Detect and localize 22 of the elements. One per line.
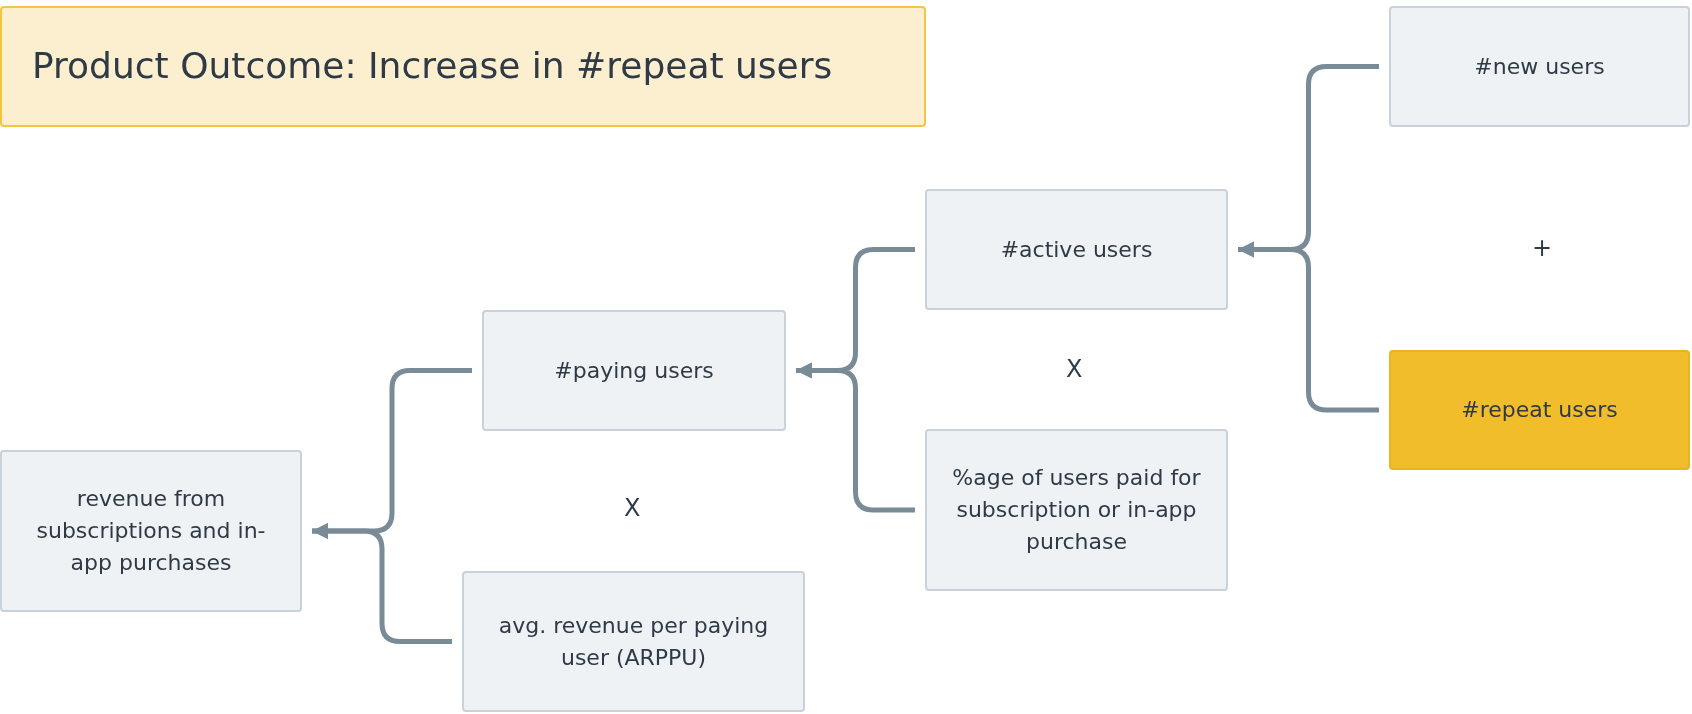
bracket-arrow: [312, 523, 452, 644]
metric-text: #active users: [1000, 235, 1153, 264]
title-box: [0, 6, 926, 127]
metric-box: [925, 189, 1228, 310]
bracket-arrow: [796, 362, 915, 513]
metric-text: revenue from subscriptions and in-app purchases: [35, 485, 267, 577]
metric-box: [1389, 6, 1690, 127]
metric-text: %age of users paid for subscription or in-app purchase: [951, 464, 1202, 556]
multiply-sign: X: [1066, 355, 1083, 383]
title-text: Product Outcome: Increase in #repeat users: [32, 44, 833, 89]
metric-text: #new users: [1474, 52, 1605, 81]
metric-text: #repeat users: [1461, 396, 1618, 425]
metric-box: [925, 429, 1228, 591]
metric-box: [0, 450, 302, 612]
plus-sign: +: [1532, 234, 1553, 262]
metric-text: avg. revenue per paying user (ARPPU): [497, 611, 770, 672]
highlighted-metric-box: [1389, 350, 1690, 470]
bracket-arrow: [1238, 241, 1379, 413]
metric-box: [462, 571, 805, 712]
metric-text: #paying users: [554, 356, 714, 385]
metric-box: [482, 310, 786, 431]
multiply-sign: X: [624, 494, 641, 522]
